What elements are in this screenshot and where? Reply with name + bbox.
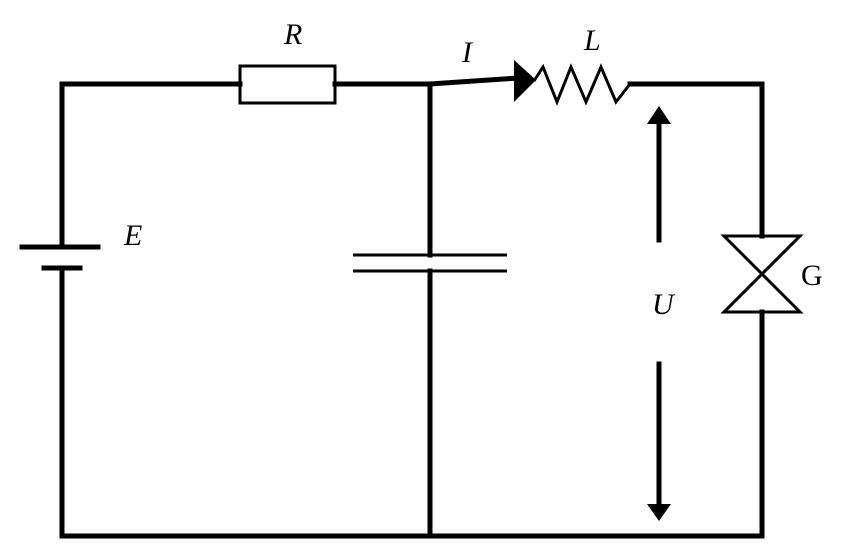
voltage-arrow-up-icon	[647, 106, 671, 124]
label-inductor: L	[583, 24, 601, 57]
spark-gap-lower-triangle	[720, 271, 804, 314]
inductor	[532, 63, 632, 107]
label-spark-gap: G	[801, 259, 823, 292]
capacitor	[353, 253, 507, 273]
label-emf: E	[123, 219, 142, 252]
label-current: I	[461, 36, 474, 69]
wire-bottom	[59, 265, 765, 539]
voltage-arrow-down-icon	[647, 504, 671, 521]
wires	[59, 75, 765, 539]
resistor	[238, 64, 337, 105]
battery	[19, 244, 101, 271]
spark-gap	[720, 234, 804, 314]
voltage-indicator	[647, 106, 671, 521]
wire-top-right	[627, 81, 765, 239]
label-voltage: U	[652, 288, 676, 321]
label-resistor: R	[283, 18, 302, 51]
current-arrow-icon	[514, 60, 536, 102]
wire-top-left	[59, 81, 243, 250]
wire-junction-to-inductor	[427, 75, 521, 87]
spark-gap-upper-triangle	[720, 234, 804, 277]
